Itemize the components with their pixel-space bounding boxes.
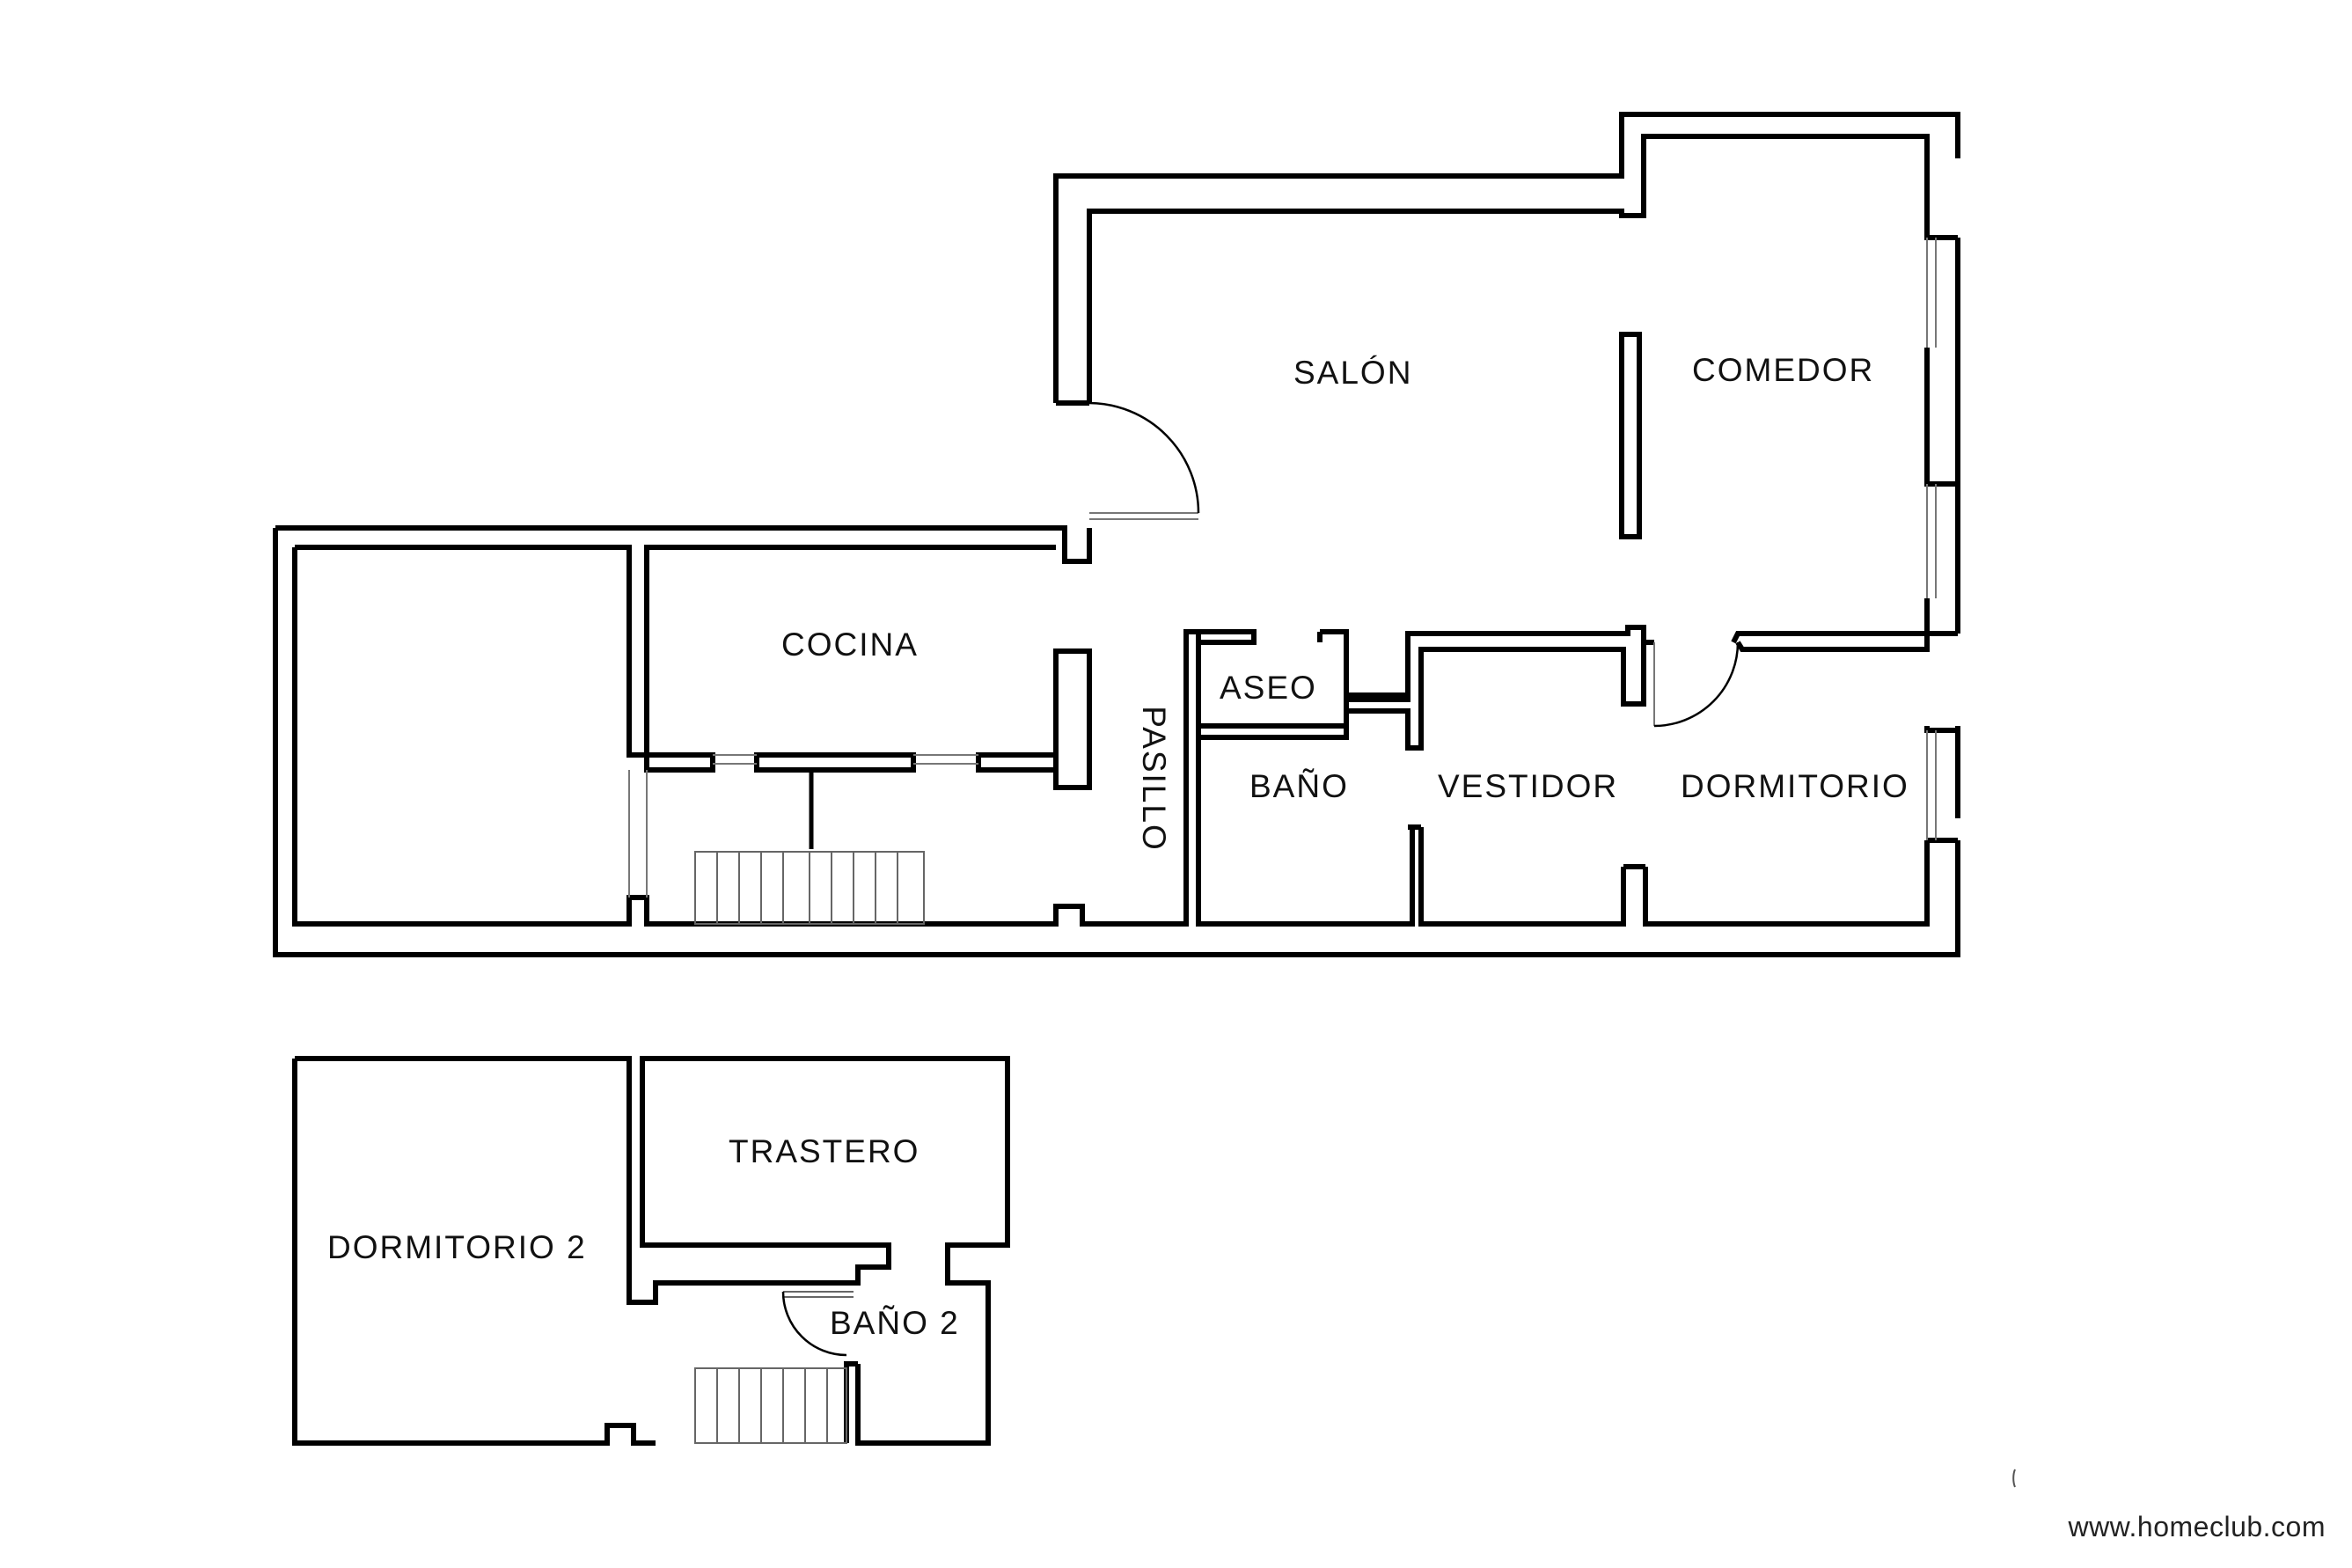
upper-stairs (694, 851, 925, 925)
room-label-comedor: COMEDOR (1692, 352, 1875, 388)
upper-outer-wall (273, 112, 1960, 957)
room-label-bano-2: BAÑO 2 (830, 1305, 960, 1341)
bedroom-door-arc (1653, 641, 1740, 728)
room-label-pasillo: PASILLO (1135, 706, 1172, 852)
room-label-trastero: TRASTERO (729, 1133, 920, 1169)
room-label-bano: BAÑO (1249, 768, 1349, 804)
website-watermark: www.homeclub.com (2068, 1511, 2326, 1542)
bano2-door-arc (781, 1291, 847, 1357)
room-label-vestidor: VESTIDOR (1438, 768, 1619, 804)
room-label-dormitorio: DORMITORIO (1681, 768, 1909, 804)
room-label-salon: SALÓN (1293, 355, 1413, 391)
upper-inner-wall (292, 547, 1930, 927)
room-label-aseo: ASEO (1220, 670, 1317, 706)
entrance-door-arc (1088, 401, 1200, 514)
lower-stairs (694, 1291, 854, 1444)
room-label-cocina: COCINA (781, 626, 919, 663)
room-label-dormitorio-2: DORMITORIO 2 (327, 1229, 587, 1265)
lower-outer-wall (292, 1056, 1010, 1446)
